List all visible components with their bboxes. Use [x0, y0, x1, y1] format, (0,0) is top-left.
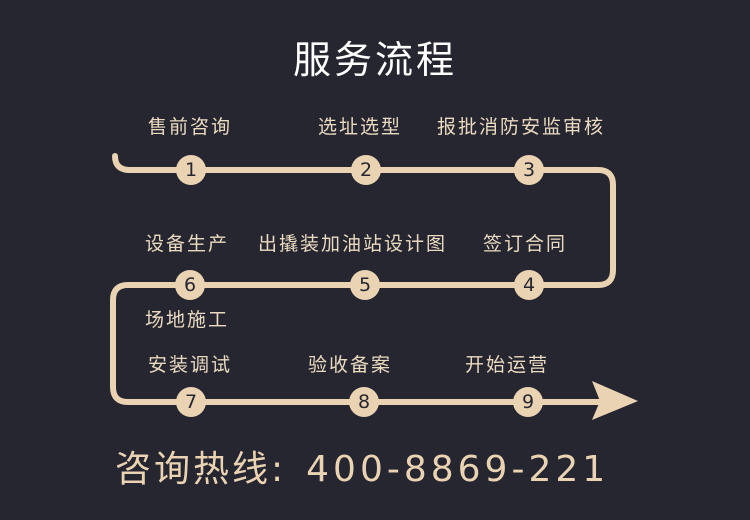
step-number-1: 1: [176, 155, 206, 185]
step-number-9: 9: [513, 387, 543, 417]
step-number-5: 5: [350, 270, 380, 300]
hotline-label: 咨询热线:: [115, 449, 287, 490]
step-number-3: 3: [514, 155, 544, 185]
step-number-2: 2: [351, 155, 381, 185]
arrow-head-icon: [592, 381, 638, 420]
step-label-5: 出撬装加油站设计图: [258, 233, 448, 255]
step-number-6: 6: [175, 270, 205, 300]
step-label-6: 设备生产: [145, 233, 230, 255]
step-number-7: 7: [176, 387, 206, 417]
step-label-3: 报批消防安监审核: [437, 116, 606, 138]
step-label-6b: 场地施工: [145, 309, 230, 331]
step-label-4: 签订合同: [483, 233, 568, 255]
hotline-phone[interactable]: 400-8869-221: [306, 449, 610, 490]
step-label-8: 验收备案: [308, 354, 393, 376]
step-number-4: 4: [514, 270, 544, 300]
step-number-8: 8: [349, 387, 379, 417]
step-label-2: 选址选型: [318, 116, 403, 138]
step-label-1: 售前咨询: [148, 116, 233, 138]
step-label-9: 开始运营: [465, 354, 550, 376]
page-title: 服务流程: [292, 38, 457, 82]
step-label-7: 安装调试: [148, 354, 233, 376]
hotline: 咨询热线: 400-8869-221: [115, 446, 609, 494]
